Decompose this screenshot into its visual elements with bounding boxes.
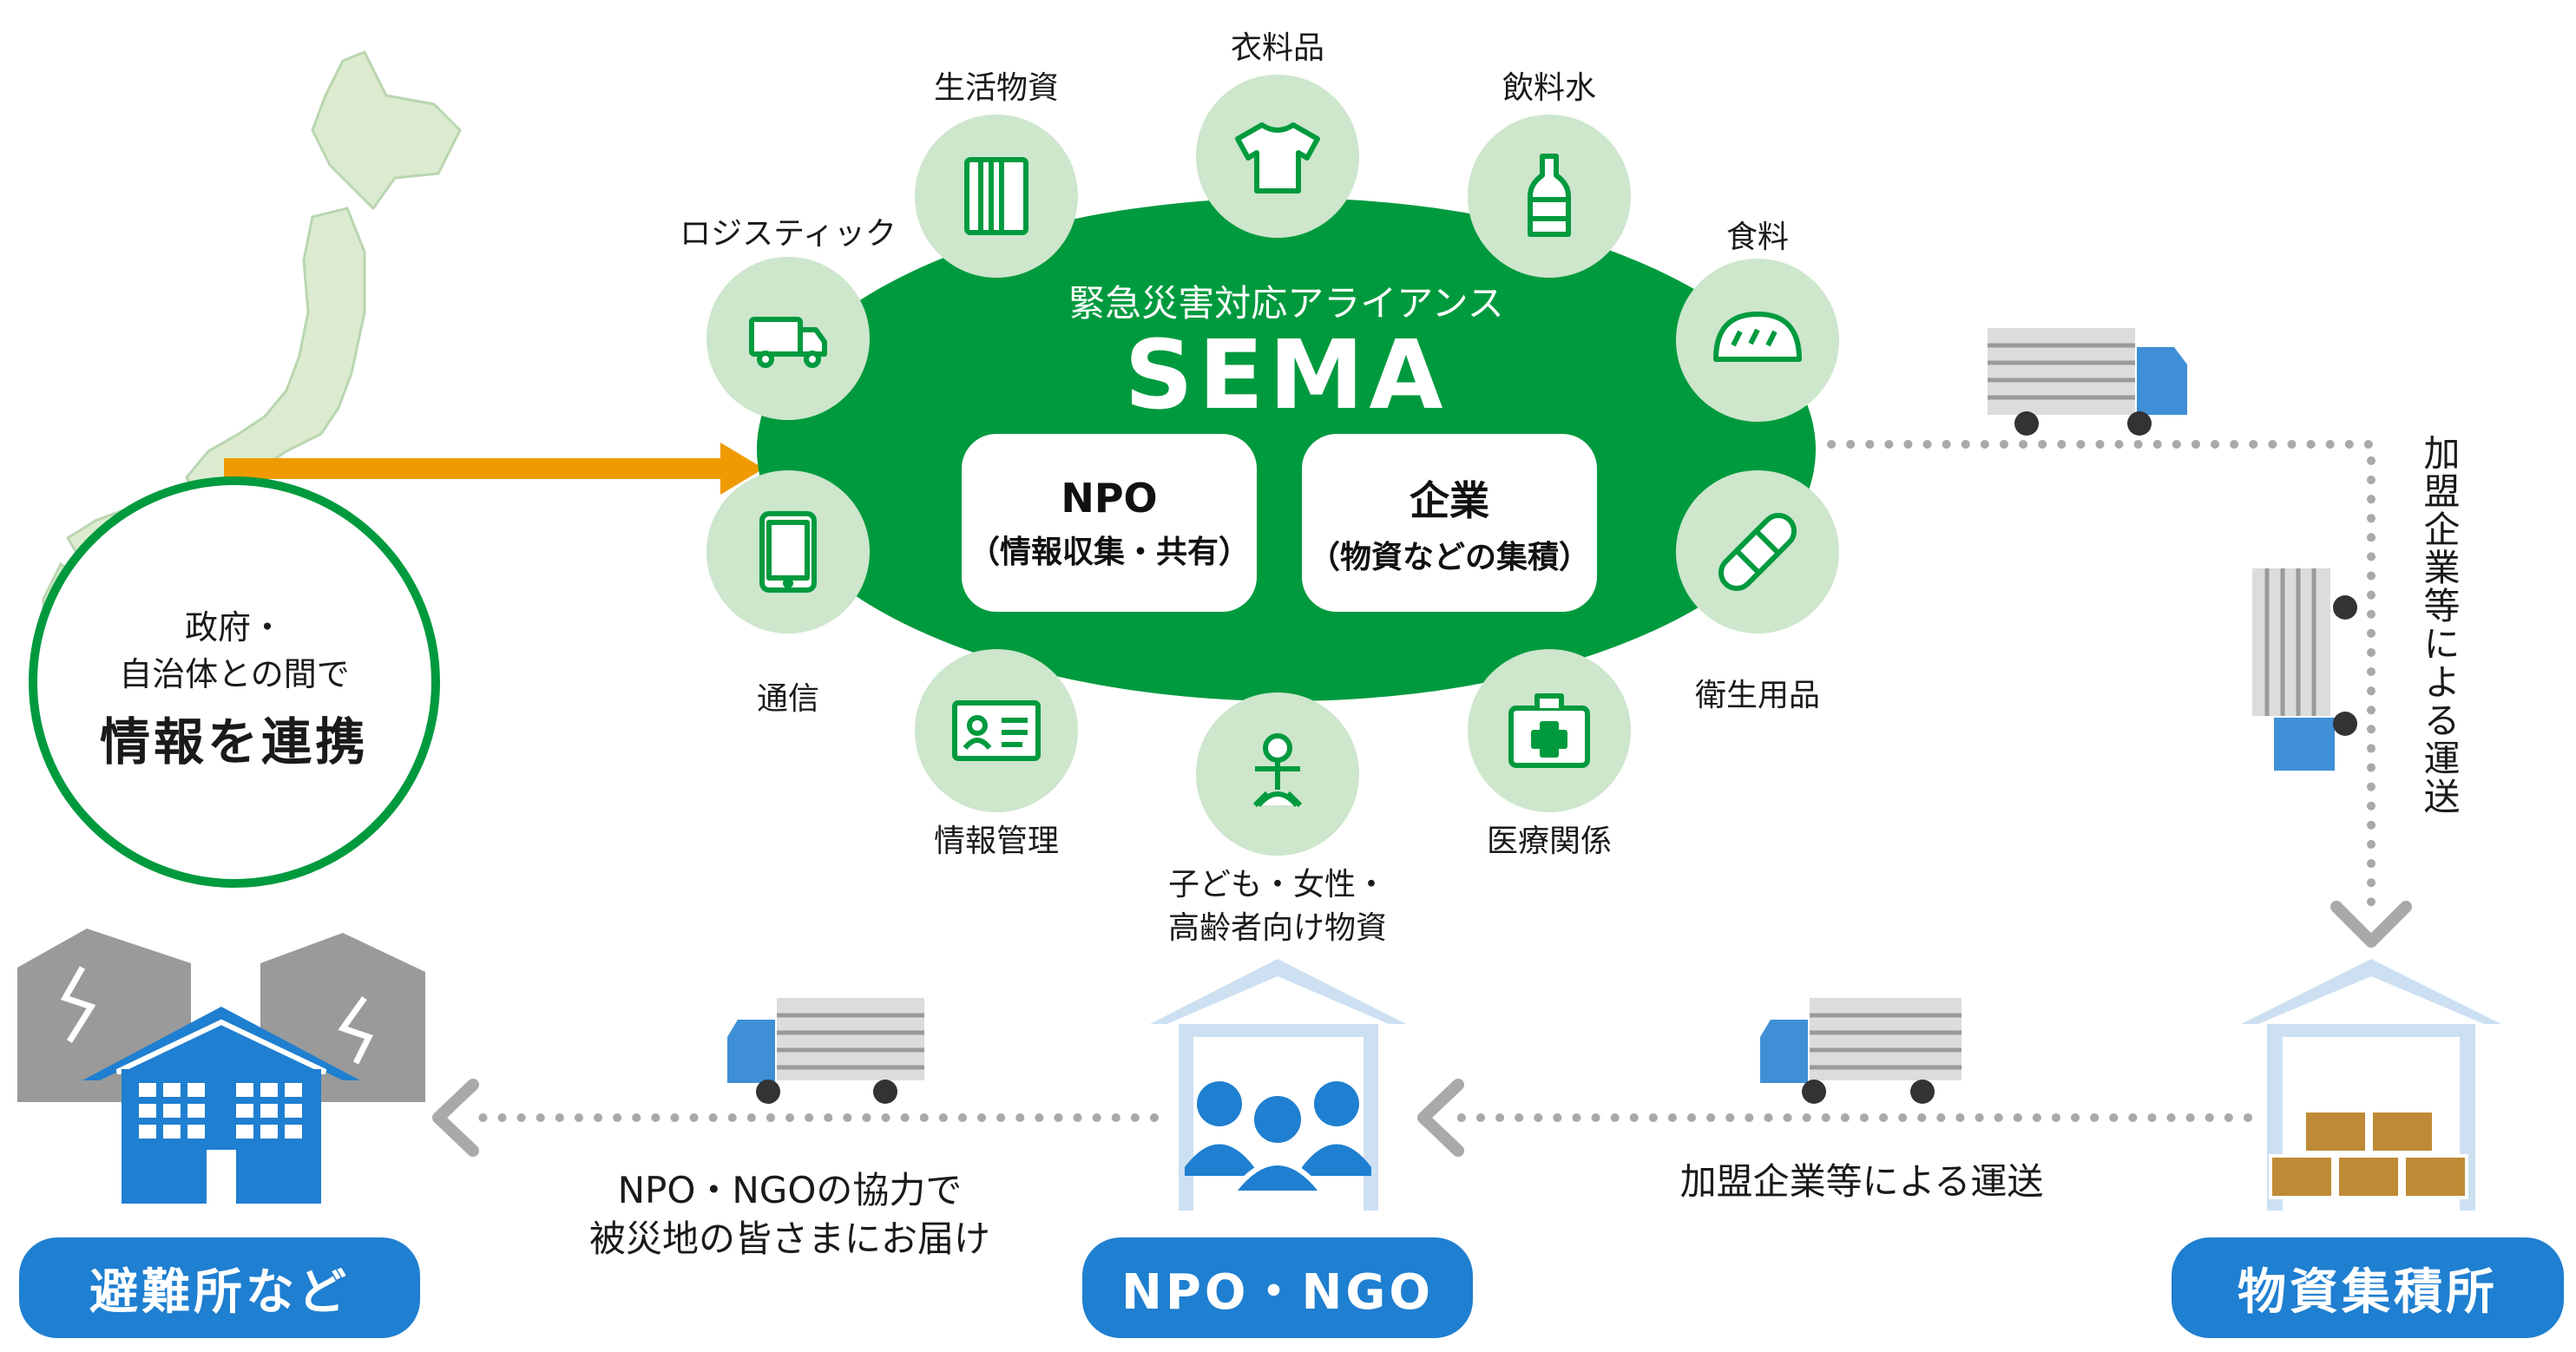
category-label-info-management: 情報管理 [933,824,1060,859]
category-label-vulnerable-1: 子ども・女性・ [1167,867,1388,902]
tshirt-category-circle [1196,75,1359,238]
government-line-1: 政府・ [184,608,285,646]
id-card-icon [952,700,1041,761]
government-line-3: 情報を連携 [99,712,370,771]
shelter-illustration [17,929,425,1204]
flow-label-npo-to-shelter-2: 被災地の皆さまにお届け [588,1217,991,1260]
category-label-food: 食料 [1725,220,1790,255]
category-label-daily-goods: 生活物資 [933,70,1060,106]
corp-role-desc: （物資などの集積） [1308,539,1590,575]
truck-top [1988,328,2187,436]
corp-role-title: 企業 [1410,476,1489,524]
tablet-category-circle [706,470,870,633]
flow-label-npo-to-shelter-1: NPO・NGOの協力で [617,1169,963,1211]
tablet-icon [759,511,817,593]
notebook-icon [964,157,1028,235]
bottle-icon [1528,154,1571,237]
bread-icon [1713,312,1802,362]
depot-warehouse-illustration [2241,959,2501,1211]
category-label-water: 飲料水 [1502,70,1597,106]
baby-category-circle [1196,692,1359,856]
bread-category-circle [1676,259,1839,422]
flow-label-depot-to-npo: 加盟企業等による運送 [1679,1160,2044,1203]
category-label-logistics: ロジスティック [680,216,897,252]
sema-name: SEMA [1124,319,1449,430]
id-card-category-circle [915,649,1078,812]
truck-vertical [2252,568,2357,771]
category-label-communication: 通信 [756,681,820,717]
flow-label-to-depot: 加盟企業等による運送 [2418,434,2461,816]
npo-warehouse-illustration [1150,959,1406,1211]
depot-pill: 物資集積所 [2172,1237,2564,1338]
category-label-clothing: 衣料品 [1230,30,1325,66]
sema-subtitle: 緊急災害対応アライアンス [1068,282,1504,325]
npo-role-desc: （情報収集・共有） [968,534,1250,570]
government-circle [29,476,440,888]
dotted-paths [464,440,2376,1122]
government-line-2: 自治体との間で [119,655,350,693]
first-aid-kit-category-circle [1468,649,1631,812]
npo-ngo-pill: NPO・NGO [1082,1237,1473,1338]
npo-role-title: NPO [1061,474,1158,522]
truck-middle [1760,998,1962,1104]
bottle-category-circle [1468,115,1631,278]
first-aid-kit-icon [1508,693,1590,768]
category-label-medical: 医療関係 [1486,824,1613,859]
truck-icon [749,317,827,368]
npo-role-box: NPO （情報収集・共有） [962,434,1257,612]
corp-role-box: 企業 （物資などの集積） [1302,434,1597,612]
notebook-category-circle [915,115,1078,278]
info-link-arrow [224,443,764,495]
baby-icon [1252,733,1303,808]
bandage-icon [1718,512,1797,592]
tshirt-icon [1235,122,1320,194]
category-label-hygiene: 衛生用品 [1694,678,1821,713]
truck-left [727,998,924,1104]
shelter-pill: 避難所など [19,1237,420,1338]
truck-category-circle [706,257,870,420]
category-label-vulnerable-2: 高齢者向け物資 [1167,910,1388,946]
sema-ellipse [757,198,1816,701]
bandage-category-circle [1676,470,1839,633]
dotted-arrowheads [432,901,2412,1157]
